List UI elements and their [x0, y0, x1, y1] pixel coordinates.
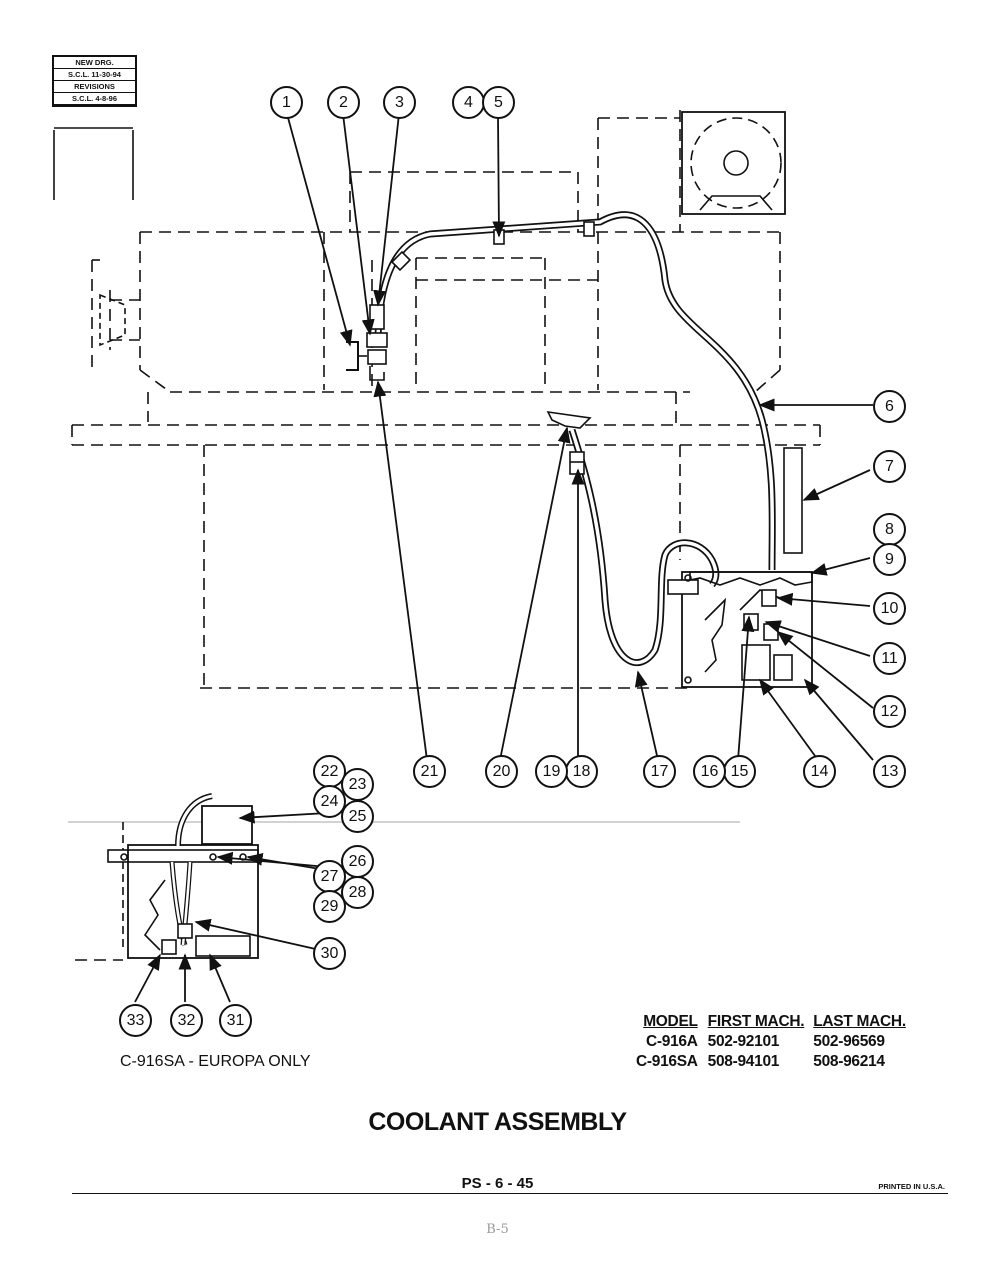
callout-18: 18	[565, 755, 598, 788]
machine-outline	[71, 110, 821, 689]
callout-15: 15	[723, 755, 756, 788]
revision-ref: S.C.L. 4-8-96	[54, 93, 135, 105]
last-mach-cell: 502-96569	[813, 1033, 885, 1050]
callout-11: 11	[873, 642, 906, 675]
callout-1: 1	[270, 86, 303, 119]
drawing-title: COOLANT ASSEMBLY	[368, 1108, 627, 1136]
model-table-row: C-916A 502-92101 502-96569	[636, 1032, 907, 1052]
new-drawing-ref: S.C.L. 11-30-94	[54, 69, 135, 81]
callout-26: 26	[341, 845, 374, 878]
inset-caption: C-916SA - EUROPA ONLY	[120, 1053, 311, 1070]
callout-5: 5	[482, 86, 515, 119]
page-number: PS - 6 - 45	[461, 1175, 534, 1192]
first-mach-header: FIRST MACH.	[707, 1013, 805, 1030]
model-table: MODEL FIRST MACH. LAST MACH. C-916A 502-…	[636, 1012, 907, 1072]
callout-3: 3	[383, 86, 416, 119]
callout-17: 17	[643, 755, 676, 788]
callout-14: 14	[803, 755, 836, 788]
first-mach-cell: 502-92101	[707, 1033, 780, 1050]
callout-24: 24	[313, 785, 346, 818]
callout-23: 23	[341, 768, 374, 801]
model-cell: C-916SA	[636, 1053, 698, 1070]
revision-title-block: NEW DRG. S.C.L. 11-30-94 REVISIONS S.C.L…	[52, 55, 137, 107]
last-mach-cell: 508-96214	[813, 1053, 885, 1070]
model-table-row: C-916SA 508-94101 508-96214	[636, 1052, 907, 1072]
handwritten-mark: B-5	[486, 1222, 509, 1237]
callout-32: 32	[170, 1004, 203, 1037]
callout-19: 19	[535, 755, 568, 788]
revisions-label: REVISIONS	[54, 81, 135, 93]
callout-28: 28	[341, 876, 374, 909]
model-table-header-row: MODEL FIRST MACH. LAST MACH.	[636, 1012, 907, 1032]
callout-10: 10	[873, 592, 906, 625]
callout-31: 31	[219, 1004, 252, 1037]
callout-30: 30	[313, 937, 346, 970]
callout-21: 21	[413, 755, 446, 788]
callout-6: 6	[873, 390, 906, 423]
callout-29: 29	[313, 890, 346, 923]
printed-note: PRINTED IN U.S.A.	[878, 1182, 945, 1191]
callout-9: 9	[873, 543, 906, 576]
leader-lines	[134, 113, 874, 1003]
model-cell: C-916A	[646, 1033, 698, 1050]
new-drawing-label: NEW DRG.	[54, 57, 135, 69]
callout-22: 22	[313, 755, 346, 788]
callout-33: 33	[119, 1004, 152, 1037]
callout-12: 12	[873, 695, 906, 728]
model-header: MODEL	[643, 1013, 698, 1030]
callout-8: 8	[873, 513, 906, 546]
first-mach-cell: 508-94101	[707, 1053, 780, 1070]
callout-25: 25	[341, 800, 374, 833]
callout-4: 4	[452, 86, 485, 119]
callout-7: 7	[873, 450, 906, 483]
callout-13: 13	[873, 755, 906, 788]
callout-2: 2	[327, 86, 360, 119]
callout-16: 16	[693, 755, 726, 788]
footer-rule	[72, 1193, 948, 1194]
last-mach-header: LAST MACH.	[813, 1013, 906, 1030]
callout-20: 20	[485, 755, 518, 788]
